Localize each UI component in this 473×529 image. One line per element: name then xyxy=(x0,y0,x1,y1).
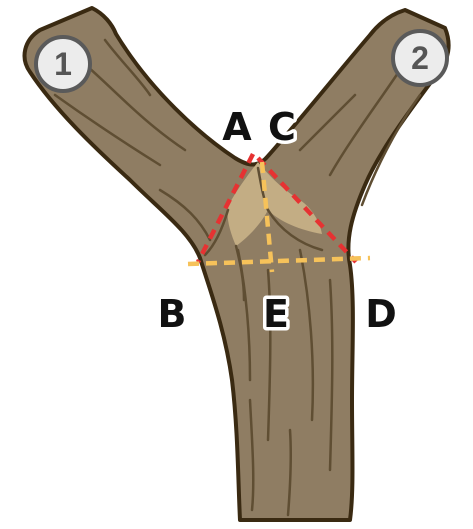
label-c: C xyxy=(268,105,296,149)
branch-1-number: 1 xyxy=(54,46,72,82)
tree-trunk xyxy=(25,8,449,520)
branch-1-marker: 1 xyxy=(36,37,90,91)
label-a: A xyxy=(222,105,252,149)
branch-2-number: 2 xyxy=(411,40,429,76)
label-e: E xyxy=(263,292,289,336)
label-b: B xyxy=(158,292,187,336)
branch-2-marker: 2 xyxy=(393,31,447,85)
label-d: D xyxy=(365,292,397,336)
